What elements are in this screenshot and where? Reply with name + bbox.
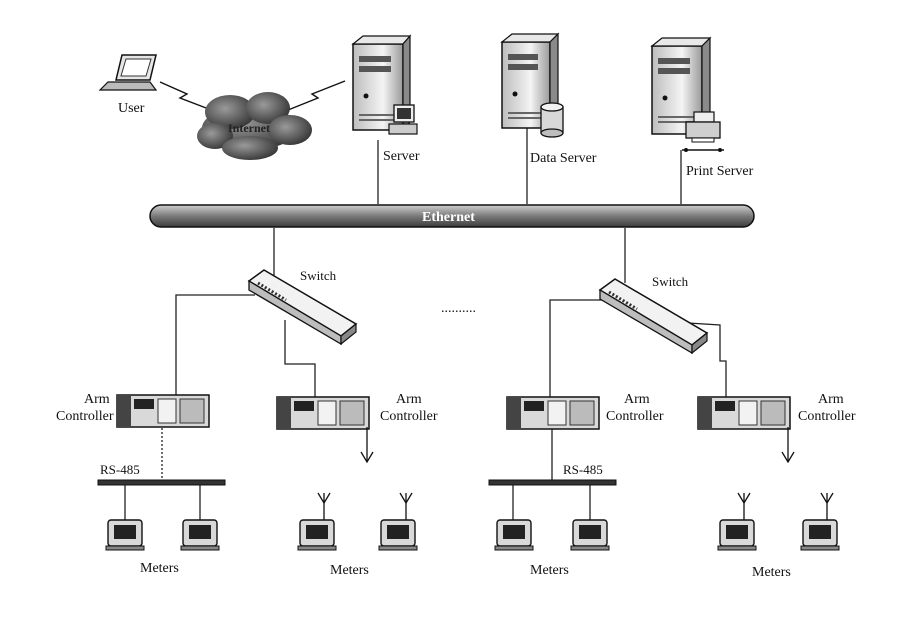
meter-icon [297,519,337,551]
label-arm-2b: Controller [380,409,438,424]
label-meters-2: Meters [330,563,369,578]
switch-left-icon [247,269,358,346]
ellipsis-more-switches: .......... [441,301,476,316]
meter-icon [378,519,418,551]
arm-controller-1-icon [116,394,210,428]
meter-icon [180,519,220,551]
laptop-icon [98,54,158,91]
arm-controller-3-icon [506,396,600,430]
label-data-server: Data Server [530,151,597,166]
meters-group-2 [297,492,418,551]
ethernet-bus [149,204,755,228]
internet-cloud-icon [197,92,312,160]
printer-icon [682,111,724,152]
label-meters-4: Meters [752,565,791,580]
meter-icon [105,519,145,551]
antenna-icon [737,492,751,520]
antenna-icon [360,427,374,464]
wireless-link-server [287,80,346,111]
label-rs485-right: RS-485 [563,462,603,477]
label-print-server: Print Server [686,164,754,179]
antenna-icon [317,492,331,520]
meters-group-1 [105,519,220,551]
arm-controller-4-icon [697,396,791,430]
rs485-bus-right [488,479,617,486]
label-meters-3: Meters [530,563,569,578]
wireless-link-user [159,81,215,112]
arm-controller-2-icon [276,396,370,430]
label-meters-1: Meters [140,561,179,576]
connection-lines [124,128,727,520]
meters-group-3 [494,519,610,551]
label-arm-4a: Arm [818,392,844,407]
label-arm-1b: Controller [56,409,114,424]
label-internet: Internet [228,121,270,135]
switch-right-icon [598,278,709,355]
label-user: User [118,101,145,116]
antenna-icon [399,492,413,520]
label-arm-2a: Arm [396,392,422,407]
label-arm-3b: Controller [606,409,664,424]
meter-icon [494,519,534,551]
label-ethernet: Ethernet [422,210,475,225]
database-cylinder-icon [540,102,564,138]
rs485-bus-left [97,479,226,486]
label-server: Server [383,149,420,164]
label-arm-4b: Controller [798,409,856,424]
meters-group-4 [717,492,840,551]
label-arm-1a: Arm [84,392,110,407]
antenna-icon [781,427,795,464]
label-switch-right: Switch [652,274,689,289]
label-rs485-left: RS-485 [100,462,140,477]
antenna-icon [820,492,834,520]
meter-icon [570,519,610,551]
label-switch-left: Switch [300,268,337,283]
meter-icon [800,519,840,551]
label-arm-3a: Arm [624,392,650,407]
workstation-icon [388,104,418,135]
meter-icon [717,519,757,551]
